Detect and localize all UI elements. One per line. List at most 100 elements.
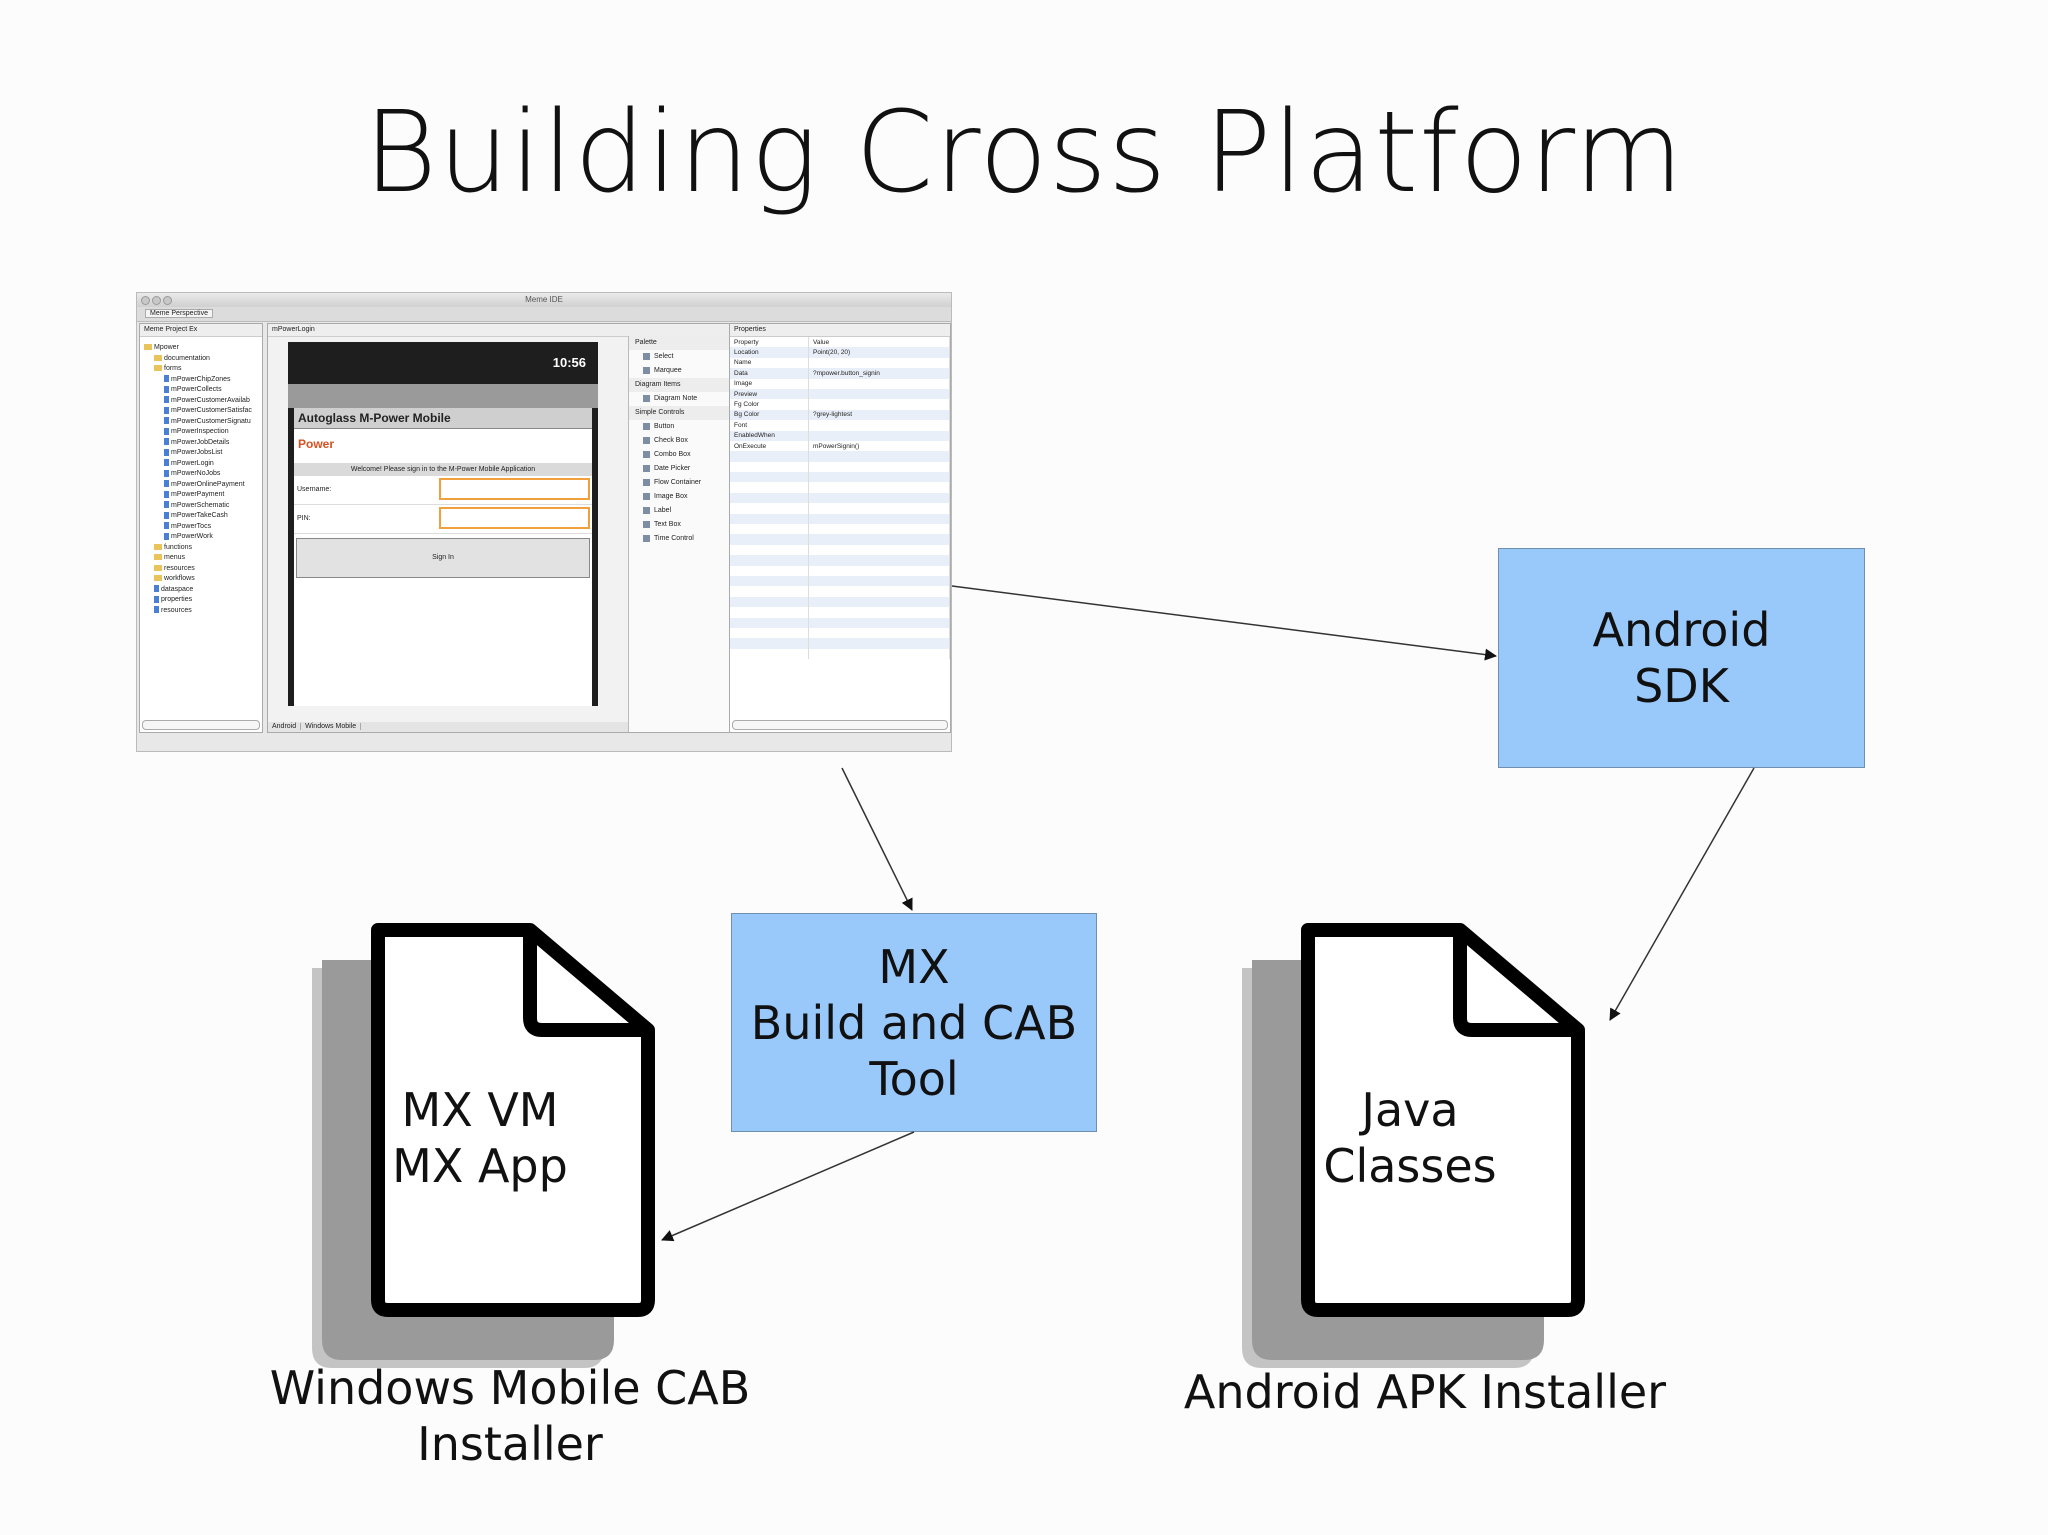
pin-input[interactable] [439,507,590,529]
property-value [808,357,950,369]
form-editor: mPowerLogin 10:56 Autoglass M-Power Mobi… [267,323,753,733]
phone-status-bar: 10:56 [288,342,598,384]
property-row[interactable]: Name [730,357,950,369]
tree-item[interactable]: workflows [144,574,262,585]
empty-property-row [730,472,950,483]
property-row[interactable]: Fg Color [730,399,950,410]
tree-item[interactable]: Mpower [144,343,262,354]
pin-label: PIN: [297,515,311,522]
tree-item[interactable]: mPowerCustomerAvailab [144,396,262,407]
wm-document-line-2: MX App [392,1139,568,1193]
tree-item[interactable]: mPowerCustomerSignatu [144,417,262,428]
property-row[interactable]: Bg Color?grey-lightest [730,409,950,421]
android-document-line-1: Java [1361,1083,1459,1137]
android-apk-installer-caption: Android APK Installer [1180,1364,1670,1420]
username-input[interactable] [439,478,590,500]
username-label: Username: [297,486,332,493]
empty-property-row [730,451,950,462]
palette-select[interactable]: Select [629,350,752,364]
property-row[interactable]: EnabledWhen [730,430,950,441]
perspective-tab: Meme Perspective [145,309,213,318]
palette-combo-box[interactable]: Combo Box [629,448,752,462]
android-sdk-line-1: Android [1592,603,1771,657]
palette-simple-controls[interactable]: Simple Controls [629,406,752,420]
property-value: mPowerSignin() [808,440,950,452]
palette-diagram-items[interactable]: Diagram Items [629,378,752,392]
tree-item[interactable]: properties [144,595,262,606]
empty-property-row [730,627,950,639]
tree-item[interactable]: mPowerPayment [144,490,262,501]
property-value [808,430,950,441]
phone-screen: Autoglass M-Power Mobile Power Welcome! … [294,408,592,706]
property-name: EnabledWhen [730,430,809,441]
empty-property-row [730,503,950,514]
sign-in-button[interactable]: Sign In [296,538,590,578]
tree-item[interactable]: mPowerSchematic [144,501,262,512]
property-name: Location [730,347,809,358]
tree-item[interactable]: menus [144,553,262,564]
tree-item[interactable]: mPowerNoJobs [144,469,262,480]
property-name: Bg Color [730,409,809,421]
empty-property-row [730,555,950,566]
phone-time: 10:56 [552,355,586,370]
palette-label[interactable]: Label [629,504,752,518]
palette-flow-container[interactable]: Flow Container [629,476,752,490]
tree-item[interactable]: functions [144,543,262,554]
property-row[interactable]: Preview [730,388,950,400]
slide-title: Building Cross Platform [363,88,1685,218]
empty-property-row [730,565,950,576]
tree-item[interactable]: mPowerJobsList [144,448,262,459]
editor-tab-windows-mobile[interactable]: Windows Mobile [301,723,362,730]
tree-item[interactable]: mPowerCustomerSatisfac [144,406,262,417]
tree-item[interactable]: mPowerTocs [144,522,262,533]
property-name: Font [730,420,809,431]
tree-item[interactable]: mPowerLogin [144,459,262,470]
horizontal-scrollbar [732,720,948,730]
palette-time-control[interactable]: Time Control [629,532,752,546]
tree-item[interactable]: dataspace [144,585,262,596]
mx-tool-line-2: Build and CAB [750,995,1078,1050]
mx-build-cab-tool-box: MX Build and CAB Tool [731,913,1097,1132]
empty-property-row [730,461,950,473]
tree-item[interactable]: documentation [144,354,262,365]
tree-item[interactable]: mPowerJobDetails [144,438,262,449]
tree-item[interactable]: mPowerCollects [144,385,262,396]
tree-item[interactable]: resources [144,564,262,575]
palette-palette[interactable]: Palette [629,336,752,350]
palette-marquee[interactable]: Marquee [629,364,752,378]
palette-diagram-note[interactable]: Diagram Note [629,392,752,406]
ide-screenshot: Meme IDE Meme Perspective Meme Project E… [136,292,952,752]
tree-item[interactable]: mPowerWork [144,532,262,543]
android-caption-line-1: Android APK Installer [1183,1365,1667,1419]
tree-item[interactable]: mPowerTakeCash [144,511,262,522]
property-row[interactable]: Image [730,378,950,389]
property-row[interactable]: Font [730,420,950,431]
property-name: Image [730,378,809,389]
palette-date-picker[interactable]: Date Picker [629,462,752,476]
empty-property-row [730,596,950,608]
tree-item[interactable]: mPowerOnlinePayment [144,480,262,491]
arrow-mx-tool-to-wm-document [661,1131,915,1242]
android-document-label: Java Classes [1300,1082,1520,1194]
properties-title: Properties [730,324,950,337]
palette-button[interactable]: Button [629,420,752,434]
tree-item[interactable]: mPowerChipZones [144,375,262,386]
ide-titlebar: Meme IDE [137,293,951,307]
palette-image-box[interactable]: Image Box [629,490,752,504]
phone-preview: 10:56 Autoglass M-Power Mobile Power Wel… [288,342,598,706]
property-row[interactable]: Data?mpower.button_signin [730,368,950,379]
tree-item[interactable]: mPowerInspection [144,427,262,438]
editor-tab-android[interactable]: Android [268,723,302,730]
wm-document-label: MX VM MX App [370,1082,590,1194]
tree-item[interactable]: forms [144,364,262,375]
empty-property-row [730,607,950,618]
palette-check-box[interactable]: Check Box [629,434,752,448]
palette-text-box[interactable]: Text Box [629,518,752,532]
tree-item[interactable]: resources [144,606,262,617]
android-sdk-line-2: SDK [1634,659,1729,713]
wm-caption-line-2: Installer [417,1417,603,1471]
